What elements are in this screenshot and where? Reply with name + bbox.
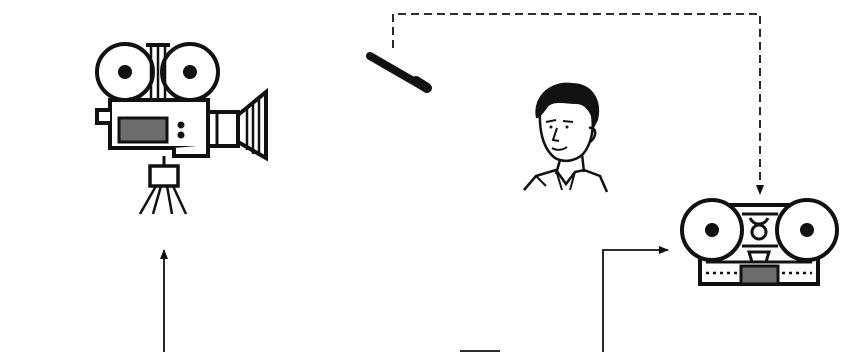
person-icon <box>524 83 607 192</box>
reel-to-reel-recorder-icon <box>682 200 837 284</box>
signal-lines <box>164 14 760 352</box>
film-camera-icon <box>97 44 266 214</box>
recorder-input-arrow <box>603 250 668 352</box>
microphone-icon <box>370 56 427 88</box>
